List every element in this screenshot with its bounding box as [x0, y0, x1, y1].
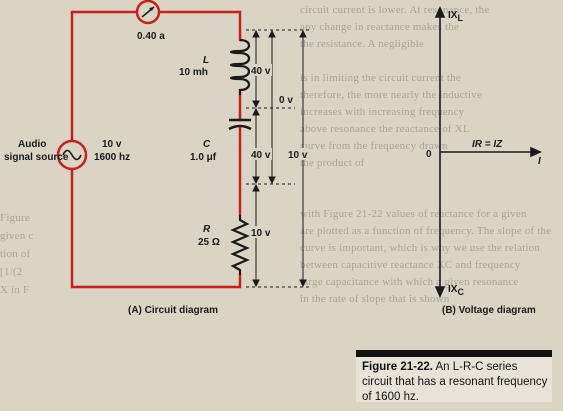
wire-left-bottom [70, 168, 242, 289]
inductor-value: 10 mh [179, 67, 208, 78]
source-label-1: Audio [18, 139, 46, 150]
resistor-value: 25 Ω [198, 237, 220, 248]
inductor-voltage: 40 v [251, 66, 271, 77]
ammeter [135, 0, 161, 25]
source-frequency: 1600 hz [94, 152, 130, 163]
figure-number: Figure 21-22. [362, 361, 433, 373]
ammeter-reading: 0.40 a [137, 31, 165, 42]
resistor-zigzag [230, 215, 250, 275]
origin-label: 0 [426, 149, 432, 160]
voltage-labels-bg [250, 64, 309, 238]
wire-top [70, 10, 242, 42]
lc-voltage: 0 v [279, 95, 293, 106]
resistor-voltage: 10 v [251, 228, 271, 239]
total-voltage: 10 v [288, 150, 308, 161]
ac-source [56, 139, 88, 171]
ir-label: IR = IZ [472, 139, 503, 150]
voltage-diagram-caption: (B) Voltage diagram [442, 305, 536, 316]
capacitor-symbol: C [203, 139, 211, 150]
caption-rule [356, 350, 552, 357]
figure-caption-text: Figure 21-22. An L-R-C series circuit th… [362, 360, 550, 405]
capacitor-voltage: 40 v [251, 150, 271, 161]
ixc-label: IXC [448, 284, 464, 297]
capacitor [228, 118, 252, 147]
inductor-coil [229, 38, 251, 95]
inductor-symbol: L [203, 55, 209, 66]
resistor-symbol: R [203, 224, 211, 235]
source-label-2: signal source [4, 152, 69, 163]
current-label: I [538, 156, 541, 167]
phasor-axes [434, 6, 542, 298]
figure-caption: Figure 21-22. An L-R-C series circuit th… [356, 350, 552, 405]
capacitor-value: 1.0 μf [190, 152, 217, 163]
circuit-caption: (A) Circuit diagram [128, 305, 218, 316]
ixl-label: IXL [448, 10, 463, 23]
figure-description: An L-R-C series circuit that has a reson… [362, 361, 548, 403]
source-voltage: 10 v [102, 139, 122, 150]
